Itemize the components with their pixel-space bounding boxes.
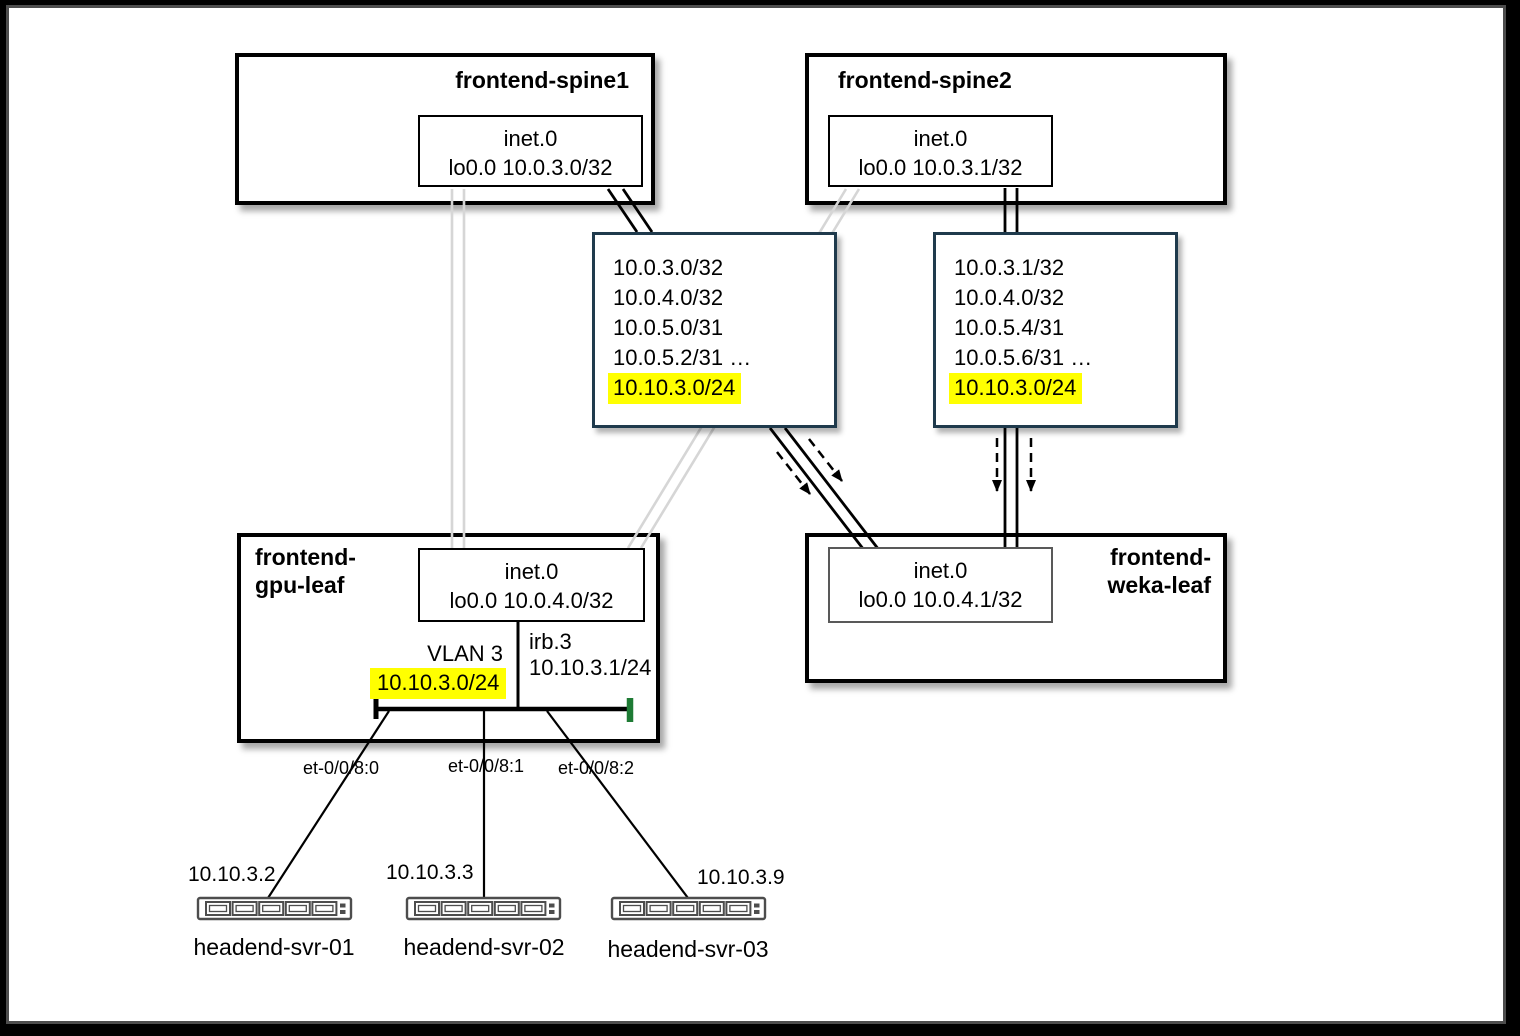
server-ip: 10.10.3.9: [697, 866, 785, 889]
access-links: [267, 710, 689, 899]
routing-table-name: inet.0: [913, 558, 968, 583]
node-title-gpu-leaf-line1: frontend-: [255, 544, 356, 570]
route-entry-highlighted: 10.10.3.0/24: [608, 373, 834, 404]
node-title-weka-leaf-line2: weka-leaf: [1107, 572, 1211, 598]
route-entry-highlighted: 10.10.3.0/24: [949, 373, 1175, 404]
node-title-spine2: frontend-spine2: [838, 67, 1012, 93]
route-entry: 10.0.4.0/32: [954, 285, 1065, 310]
routing-table-name: inet.0: [504, 559, 559, 584]
spine1-inet-box: inet.0 lo0.0 10.0.3.0/32: [418, 115, 643, 187]
node-title-weka-leaf-line1: frontend-: [1110, 544, 1211, 570]
gpu-leaf-inet-box: inet.0 lo0.0 10.0.4.0/32: [418, 548, 645, 622]
highlighted-route: 10.10.3.0/24: [949, 373, 1083, 404]
route-entry: 10.0.5.0/31: [613, 315, 724, 340]
loopback-address: lo0.0 10.0.4.0/32: [449, 588, 614, 613]
server-ip: 10.10.3.3: [386, 861, 474, 884]
route-entry: 10.0.4.0/32: [613, 285, 724, 310]
route-entry: 10.0.5.2/31 …: [613, 345, 752, 370]
weka-leaf-inet-box: inet.0 lo0.0 10.0.4.1/32: [828, 547, 1053, 623]
link-spine1-gpu-leaf: [450, 189, 466, 548]
interface-label-et-0-0-8-1: et-0/0/8:1: [447, 756, 525, 776]
node-title-spine1: frontend-spine1: [455, 67, 629, 93]
server-name: headend-svr-03: [607, 936, 769, 962]
link-route-table2-weka-leaf: [1003, 428, 1019, 547]
interface-label-et-0-0-8-0: et-0/0/8:0: [302, 758, 380, 778]
irb-address: 10.10.3.1/24: [529, 655, 652, 680]
node-title-gpu-leaf-line2: gpu-leaf: [255, 572, 345, 598]
interface-label-et-0-0-8-2: et-0/0/8:2: [557, 758, 635, 778]
link-spine1-route-table1: [606, 188, 654, 233]
route-table-spine1: 10.0.3.0/32 10.0.4.0/32 10.0.5.0/31 10.0…: [592, 232, 837, 428]
route-entry: 10.0.5.6/31 …: [954, 345, 1093, 370]
vlan-subnet-highlighted: 10.10.3.0/24: [370, 668, 507, 699]
loopback-address: lo0.0 10.0.3.0/32: [448, 155, 613, 180]
spine2-inet-box: inet.0 lo0.0 10.0.3.1/32: [828, 115, 1053, 187]
vlan-label: VLAN 3: [427, 641, 503, 666]
route-entry: 10.0.5.4/31: [954, 315, 1065, 340]
server-name: headend-svr-01: [193, 934, 355, 960]
server-ip: 10.10.3.2: [188, 863, 276, 886]
irb-label: irb.3: [529, 629, 572, 654]
route-advert-arrows-right: [992, 438, 1036, 492]
link-route-table1-weka-leaf: [768, 427, 881, 551]
route-entry: 10.0.3.1/32: [954, 255, 1065, 280]
route-table-spine2: 10.0.3.1/32 10.0.4.0/32 10.0.5.4/31 10.0…: [933, 232, 1178, 428]
route-entry: 10.0.3.0/32: [613, 255, 724, 280]
highlighted-route: 10.10.3.0/24: [608, 373, 742, 404]
server-icon: [610, 896, 767, 921]
routing-table-name: inet.0: [913, 126, 968, 151]
route-advert-arrows-left: [776, 438, 843, 495]
routing-table-name: inet.0: [503, 126, 558, 151]
link-spine2-route-table2: [1003, 188, 1019, 232]
server-icon: [196, 896, 353, 921]
loopback-address: lo0.0 10.0.4.1/32: [858, 587, 1023, 612]
server-icon: [405, 896, 562, 921]
vlan-bus: [373, 622, 634, 722]
server-name: headend-svr-02: [403, 934, 565, 960]
loopback-address: lo0.0 10.0.3.1/32: [858, 155, 1023, 180]
